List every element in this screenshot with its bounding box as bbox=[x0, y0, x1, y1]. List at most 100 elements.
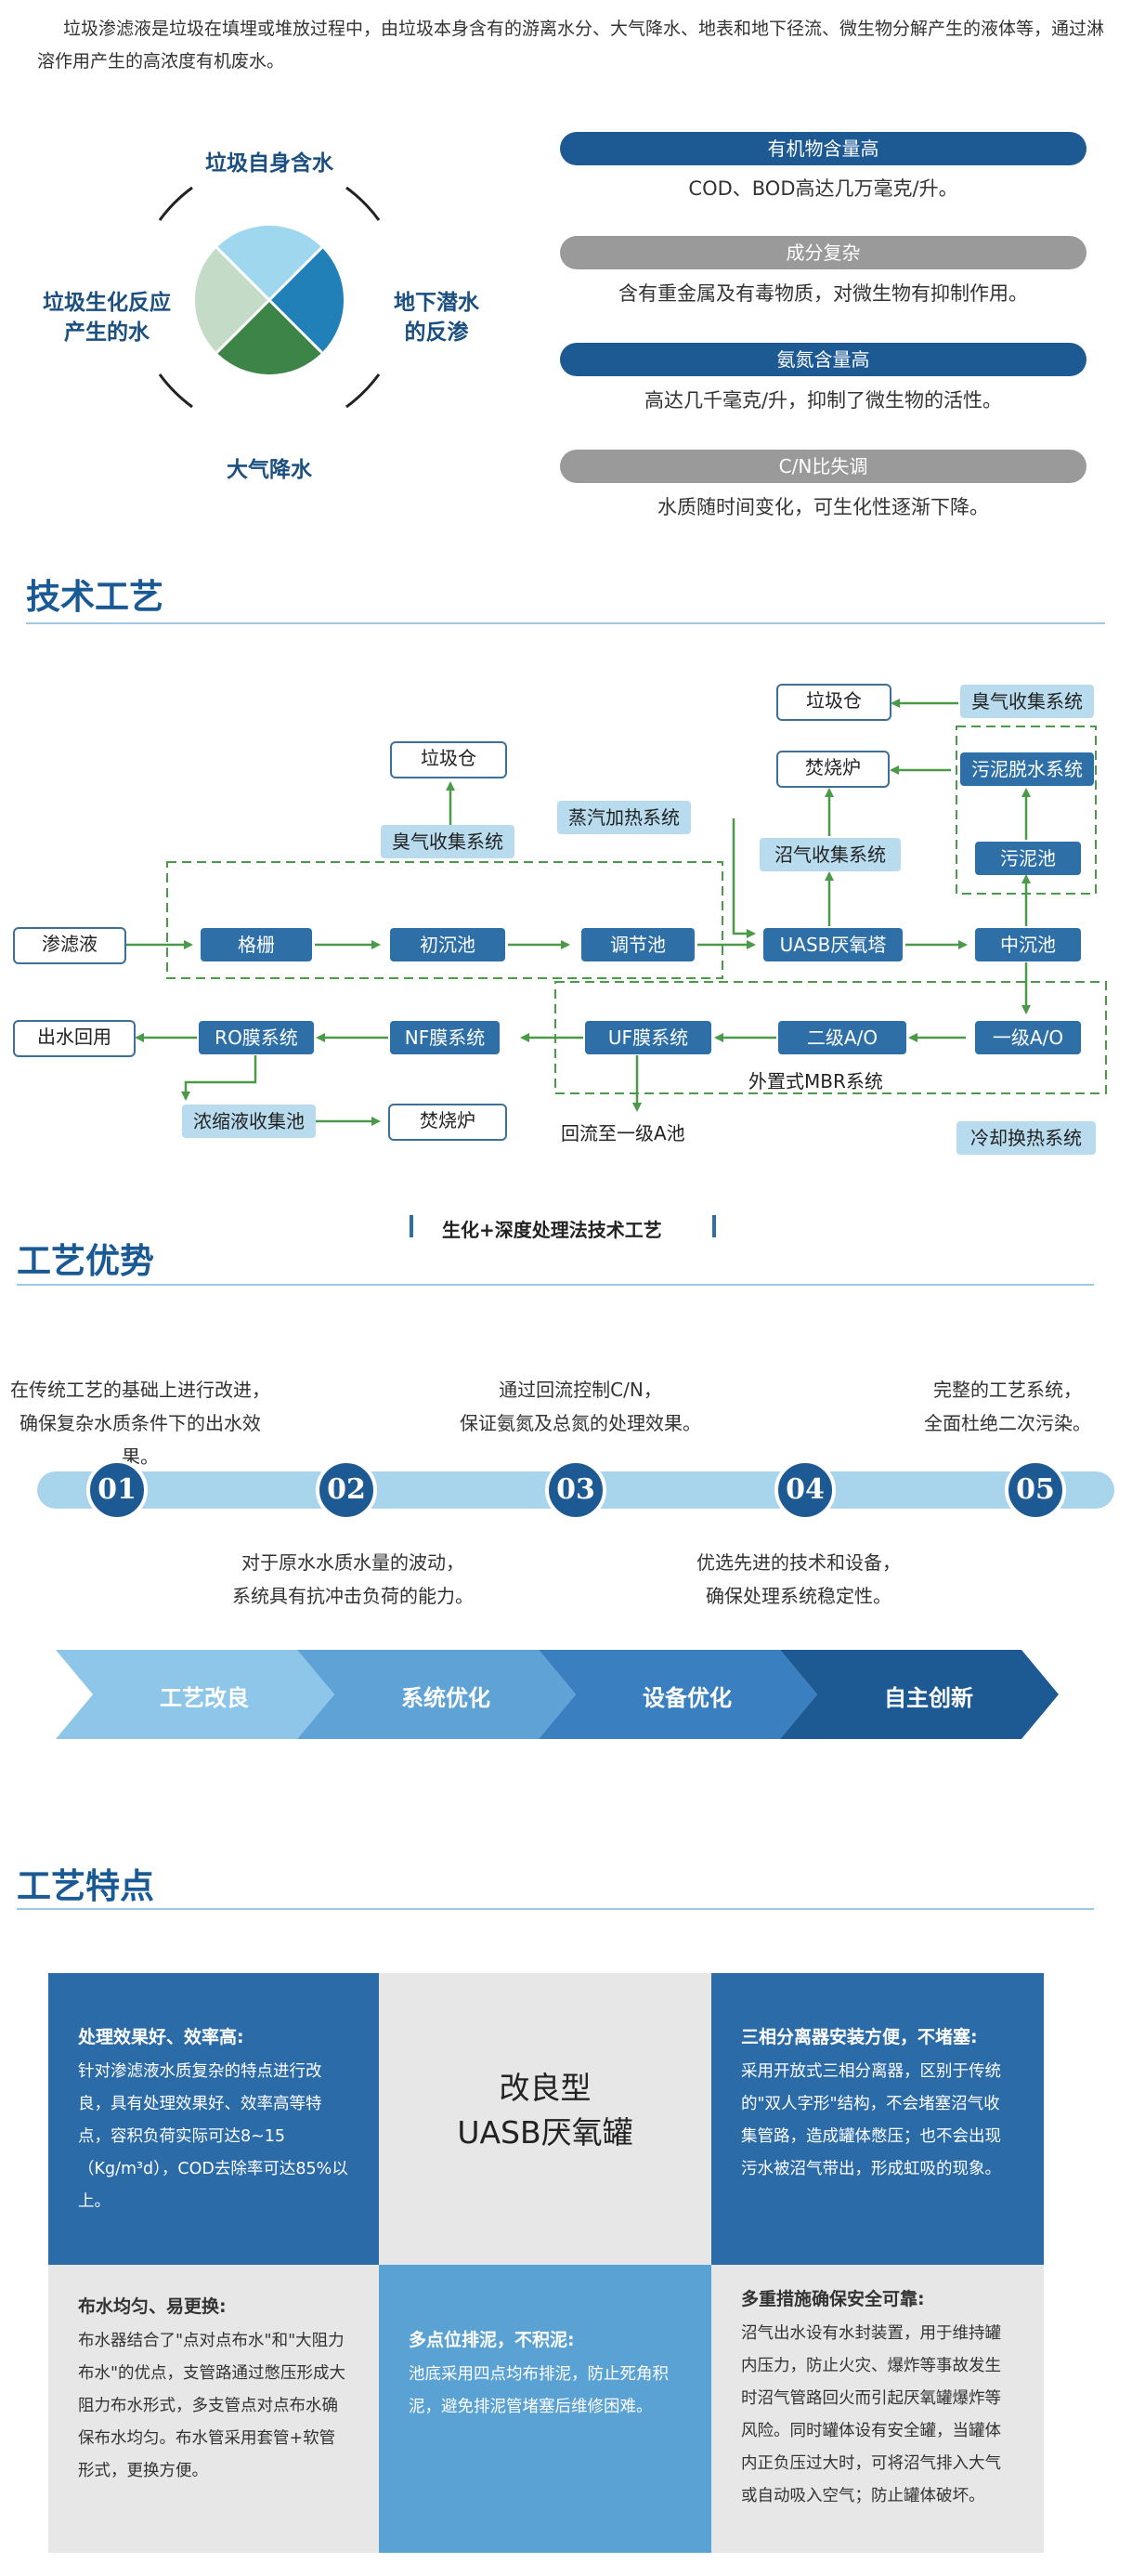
improvement-arrows bbox=[56, 1650, 1059, 1739]
node-uf-membrane: UF膜系统 bbox=[585, 1021, 711, 1054]
caption-bar-right bbox=[712, 1215, 716, 1237]
feature-cell-safety: 多重措施确保安全可靠: 沼气出水设有水封装置，用于维持罐内压力，防止火灾、爆炸等… bbox=[711, 2265, 1044, 2553]
timeline-circle-01: 01 bbox=[86, 1459, 148, 1521]
property-title-3: 氨氮含量高 bbox=[560, 343, 1086, 376]
label-return-to-primary-a: 回流至一级A池 bbox=[561, 1122, 685, 1144]
feature-separator-body: 采用开放式三相分离器，区别于传统的"双人字形"结构，不会堵塞沼气收集管路，造成罐… bbox=[741, 2062, 1001, 2178]
node-odor-collection-2: 臭气收集系统 bbox=[960, 685, 1094, 718]
feature-cell-efficiency: 处理效果好、效率高: 针对渗滤液水质复杂的特点进行改良，具有处理效果好、效率高等… bbox=[48, 1973, 379, 2265]
source-right-line2: 的反渗 bbox=[404, 320, 469, 345]
pretreatment-dashed-box bbox=[166, 861, 723, 979]
section-title-tech: 技术工艺 bbox=[26, 577, 163, 617]
advantage-1-line2: 确保复杂水质条件下的出水效果。 bbox=[20, 1412, 261, 1468]
property-title-4: C/N比失调 bbox=[560, 450, 1086, 483]
arrow-label-4: 自主创新 bbox=[884, 1685, 973, 1711]
node-equalization-tank: 调节池 bbox=[581, 928, 695, 961]
sources-diagram bbox=[158, 186, 381, 409]
process-flow-connectors bbox=[124, 699, 1107, 1126]
node-odor-collection-1: 臭气收集系统 bbox=[381, 825, 514, 858]
advantage-3-line1: 通过回流控制C/N， bbox=[499, 1379, 662, 1401]
node-incinerator-2: 焚烧炉 bbox=[776, 751, 890, 788]
outer-arc-bl bbox=[158, 373, 193, 409]
node-cooling-heat-exchange: 冷却换热系统 bbox=[956, 1121, 1096, 1155]
arrow-shape-3 bbox=[539, 1650, 817, 1739]
arrow-shape-1 bbox=[56, 1650, 334, 1739]
source-right-label: 地下潜水 的反渗 bbox=[376, 288, 497, 347]
feature-efficiency-body: 针对渗滤液水质复杂的特点进行改良，具有处理效果好、效率高等特点，容积负荷实际可达… bbox=[78, 2062, 348, 2211]
property-desc-3: 高达几千毫克/升，抑制了微生物的活性。 bbox=[644, 389, 1003, 412]
source-top-label: 垃圾自身含水 bbox=[205, 151, 333, 176]
timeline-circle-05: 05 bbox=[1005, 1459, 1066, 1521]
node-primary-clarifier: 初沉池 bbox=[390, 928, 505, 961]
advantage-5-line2: 全面杜绝二次污染。 bbox=[924, 1412, 1091, 1434]
node-uasb: UASB厌氧塔 bbox=[763, 928, 903, 961]
timeline-circle-02: 02 bbox=[316, 1459, 377, 1521]
arrow-label-1: 工艺改良 bbox=[160, 1685, 249, 1711]
section-divider-features bbox=[17, 1908, 1094, 1910]
section-divider-tech bbox=[26, 622, 1105, 624]
node-biogas-collection: 沼气收集系统 bbox=[760, 838, 901, 871]
feature-efficiency-title: 处理效果好、效率高: bbox=[78, 2027, 244, 2047]
property-desc-2: 含有重金属及有毒物质，对微生物有抑制作用。 bbox=[618, 282, 1028, 305]
advantage-4-line2: 确保处理系统稳定性。 bbox=[706, 1585, 891, 1607]
node-effluent-reuse: 出水回用 bbox=[13, 1020, 136, 1057]
node-garbage-bin-2: 垃圾仓 bbox=[776, 684, 891, 721]
node-sludge-tank: 污泥池 bbox=[975, 842, 1081, 875]
pie-slice-left bbox=[194, 247, 269, 353]
feature-center-line2: UASB厌氧罐 bbox=[457, 2114, 633, 2151]
node-steam-heating: 蒸汽加热系统 bbox=[557, 801, 691, 834]
advantage-text-4: 优选先进的技术和设备， 确保处理系统稳定性。 bbox=[659, 1546, 938, 1613]
property-title-1: 有机物含量高 bbox=[560, 132, 1086, 165]
outer-arc-tl bbox=[158, 186, 193, 221]
feature-sludge-body: 池底采用四点均布排泥，防止死角积泥，避免排泥管堵塞后维修困难。 bbox=[409, 2365, 669, 2416]
advantage-text-1: 在传统工艺的基础上进行改进， 确保复杂水质条件下的出水效果。 bbox=[6, 1373, 275, 1473]
property-desc-1: COD、BOD高达几万毫克/升。 bbox=[688, 177, 958, 200]
timeline-circle-04: 04 bbox=[774, 1459, 836, 1521]
arrow-shape-2 bbox=[297, 1650, 576, 1739]
feature-cell-sludge-discharge: 多点位排泥，不积泥: 池底采用四点均布排泥，防止死角积泥，避免排泥管堵塞后维修困… bbox=[379, 2265, 711, 2553]
arrow-label-3: 设备优化 bbox=[643, 1685, 732, 1711]
section-divider-advantage bbox=[17, 1284, 1094, 1286]
pie-slice-top bbox=[216, 225, 322, 300]
source-left-line1: 垃圾生化反应 bbox=[43, 291, 171, 315]
node-leachate: 渗滤液 bbox=[13, 927, 126, 964]
pie-slice-bottom bbox=[216, 300, 322, 375]
advantage-4-line1: 优选先进的技术和设备， bbox=[696, 1551, 901, 1574]
node-ro-membrane: RO膜系统 bbox=[199, 1021, 314, 1054]
node-secondary-ao: 二级A/O bbox=[778, 1021, 906, 1054]
feature-safety-title: 多重措施确保安全可靠: bbox=[741, 2289, 925, 2309]
source-left-line2: 产生的水 bbox=[64, 320, 150, 345]
node-garbage-bin-1: 垃圾仓 bbox=[390, 741, 507, 778]
flow-caption: 生化+深度处理法技术工艺 bbox=[442, 1219, 662, 1241]
source-left-label: 垃圾生化反应 产生的水 bbox=[28, 288, 186, 347]
label-external-mbr: 外置式MBR系统 bbox=[748, 1070, 883, 1092]
feature-safety-body: 沼气出水设有水封装置，用于维持罐内压力，防止火灾、爆炸等事故发生时沼气管路回火而… bbox=[741, 2324, 1001, 2505]
intro-paragraph: 垃圾渗滤液是垃圾在填埋或堆放过程中，由垃圾本身含有的游离水分、大气降水、地表和地… bbox=[37, 19, 1105, 72]
node-concentrate-tank: 浓缩液收集池 bbox=[182, 1105, 316, 1138]
source-bottom-label: 大气降水 bbox=[227, 458, 312, 482]
pie-slice-right bbox=[269, 247, 345, 353]
advantage-text-3: 通过回流控制C/N， 保证氨氮及总氮的处理效果。 bbox=[432, 1373, 729, 1440]
feature-cell-water-distribution: 布水均匀、易更换: 布水器结合了"点对点布水"和"大阻力布水"的优点，支管路通过… bbox=[48, 2265, 379, 2553]
advantage-3-line2: 保证氨氮及总氮的处理效果。 bbox=[460, 1412, 701, 1434]
advantage-text-5: 完整的工艺系统， 全面杜绝二次污染。 bbox=[891, 1373, 1124, 1440]
arrow-shape-4 bbox=[780, 1650, 1059, 1739]
outer-arc-tr bbox=[345, 186, 381, 221]
feature-center-line1: 改良型 bbox=[499, 2070, 592, 2106]
node-nf-membrane: NF膜系统 bbox=[390, 1021, 500, 1054]
caption-bar-left bbox=[410, 1215, 413, 1237]
property-title-2: 成分复杂 bbox=[560, 236, 1086, 269]
feature-distribution-body: 布水器结合了"点对点布水"和"大阻力布水"的优点，支管路通过憋压形成大阻力布水形… bbox=[78, 2332, 346, 2480]
feature-cell-center: 改良型 UASB厌氧罐 bbox=[379, 1973, 711, 2265]
advantage-1-line1: 在传统工艺的基础上进行改进， bbox=[10, 1379, 270, 1401]
advantage-5-line1: 完整的工艺系统， bbox=[933, 1379, 1082, 1401]
property-desc-4: 水质随时间变化，可生化性逐渐下降。 bbox=[657, 496, 989, 518]
feature-separator-title: 三相分离器安装方便，不堵塞: bbox=[741, 2027, 978, 2047]
node-sludge-dewatering: 污泥脱水系统 bbox=[960, 752, 1094, 786]
feature-distribution-title: 布水均匀、易更换: bbox=[78, 2296, 227, 2317]
feature-cell-separator: 三相分离器安装方便，不堵塞: 采用开放式三相分离器，区别于传统的"双人字形"结构… bbox=[711, 1973, 1044, 2265]
outer-arc-br bbox=[345, 373, 381, 409]
source-right-line1: 地下潜水 bbox=[394, 291, 479, 315]
advantage-2-line1: 对于原水水质水量的波动， bbox=[241, 1551, 464, 1574]
advantage-2-line2: 系统具有抗冲击负荷的能力。 bbox=[232, 1585, 474, 1607]
